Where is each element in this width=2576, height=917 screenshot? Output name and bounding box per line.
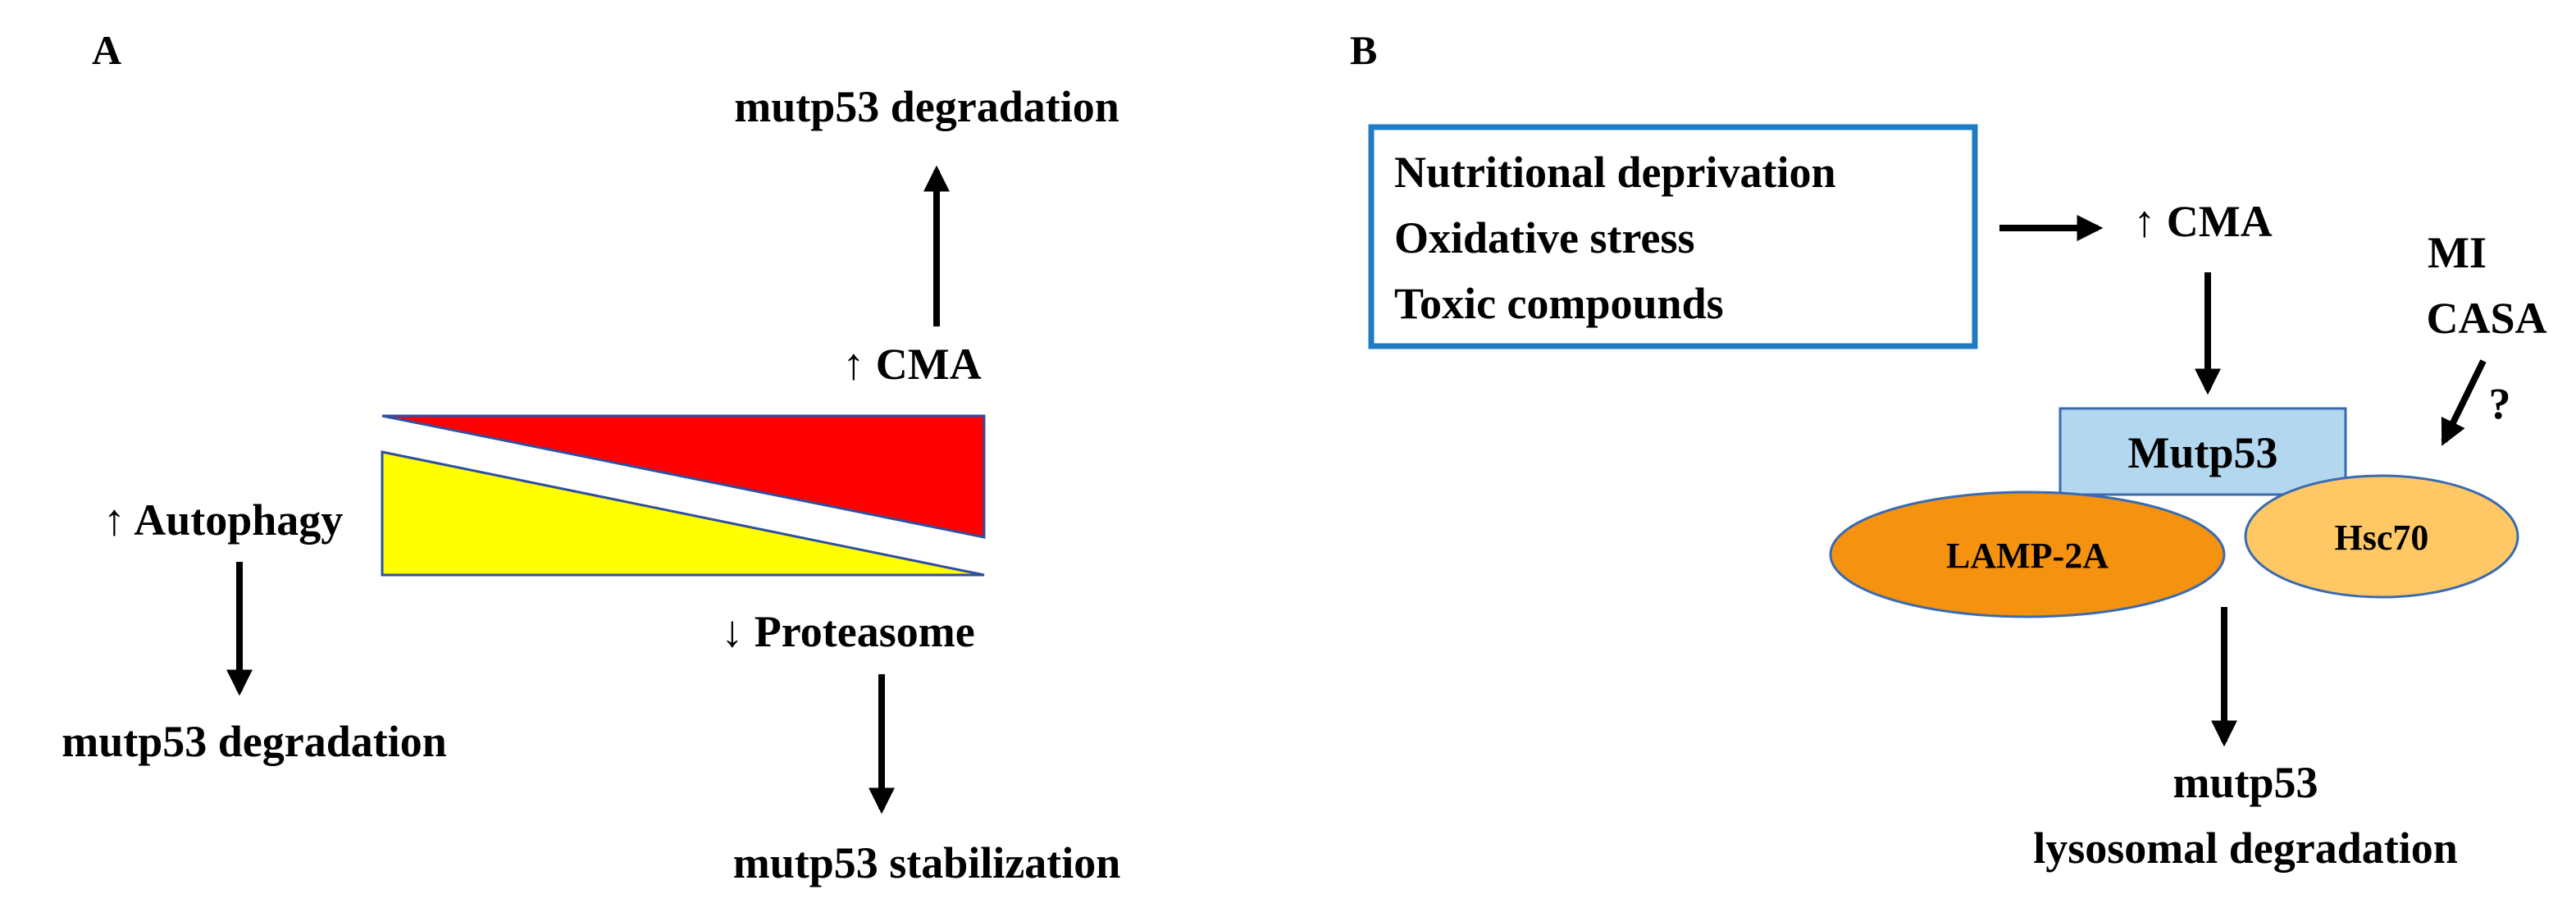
cma-outcome-label: mutp53 degradation (734, 82, 1119, 131)
mutp53-box (2059, 407, 2347, 496)
autophagy-wedge-yellow (381, 450, 985, 577)
stress-line-toxic: Toxic compounds (1394, 279, 1724, 328)
outcome-line-lysosomal: lysosomal degradation (2033, 823, 2458, 873)
stress-line-oxidative: Oxidative stress (1394, 213, 1694, 262)
cma-label: ↑ CMA (842, 340, 981, 389)
cma-label-b: ↑ CMA (2133, 197, 2272, 246)
lamp-2a-ellipse (1829, 490, 2226, 618)
cma-wedge-red (381, 414, 986, 539)
proteasome-outcome-label: mutp53 stabilization (733, 838, 1121, 887)
hsc70-ellipse (2244, 474, 2519, 599)
drug-mi-label: MI (2428, 228, 2487, 277)
drugs-to-hsc70-arrow (2441, 359, 2487, 446)
mutp53-box-label: Mutp53 (2127, 428, 2277, 477)
autophagy-outcome-label: mutp53 degradation (62, 717, 447, 766)
proteasome-label: ↓ Proteasome (721, 607, 974, 656)
outcome-line-mutp53: mutp53 (2173, 758, 2318, 807)
drug-casa-label: CASA (2426, 294, 2546, 343)
panel-b-letter: B (1350, 27, 1377, 73)
panel-b: B Nutritional deprivation Oxidative stre… (1350, 27, 2547, 873)
autophagy-label: ↑ Autophagy (103, 495, 344, 545)
stress-line-nutritional: Nutritional deprivation (1394, 148, 1836, 197)
panel-a: A mutp53 degradation ↑ CMA ↑ Autophagy m… (62, 27, 1120, 887)
panel-a-letter: A (92, 27, 121, 73)
stress-box (1368, 124, 1978, 349)
hsc70-label: Hsc70 (2335, 518, 2429, 558)
lamp-2a-label: LAMP-2A (1946, 536, 2109, 576)
question-mark-label: ? (2489, 379, 2511, 428)
